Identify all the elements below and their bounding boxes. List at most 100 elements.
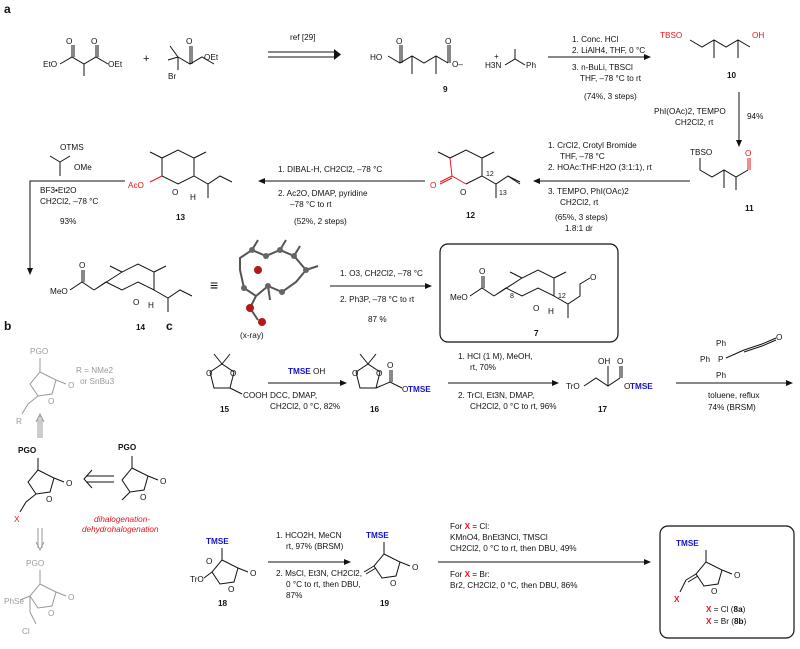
- c-step1-line2: CH2Cl2, 0 °C, 82%: [270, 402, 340, 411]
- compound-number-7: 7: [534, 329, 539, 338]
- label-pgo-right: PGO: [118, 443, 137, 452]
- label-o-14: O: [133, 298, 139, 307]
- svg-text:O: O: [479, 267, 485, 276]
- label-tmse-16: TMSE: [408, 385, 431, 394]
- c-step2-line4: CH2Cl2, 0 °C to rt, 96%: [470, 402, 557, 411]
- step3-line3: 2. HOAc:THF:H2O (3:1:1), rt: [548, 163, 652, 172]
- c-step4-line1: 1. HCO2H, MeCN: [276, 531, 342, 540]
- step4-line3: –78 °C to rt: [290, 200, 332, 209]
- svg-text:O: O: [533, 304, 539, 313]
- label-o-12: O: [430, 181, 436, 190]
- svg-text:O: O: [445, 37, 451, 46]
- svg-text:O: O: [230, 369, 236, 378]
- ref-label: ref [29]: [290, 33, 316, 42]
- c-step4-yield: 87%: [286, 591, 302, 600]
- step3-dr: 1.8:1 dr: [565, 224, 593, 233]
- reaction-arrow-ref: [268, 51, 334, 58]
- label-o-16: O: [402, 385, 408, 394]
- label-pgo-top: PGO: [30, 347, 48, 356]
- reaction-arrow-13-14: [29, 180, 125, 268]
- retro-arrow-down: [35, 528, 45, 552]
- label-pgo-bottom: PGO: [26, 559, 44, 568]
- structure-11: TBSO O 11: [690, 148, 754, 213]
- step1-line3: 3. n-BuLi, TBSCl: [572, 63, 633, 72]
- svg-text:O: O: [352, 369, 358, 378]
- label-meo-7: MeO: [450, 293, 468, 302]
- svg-text:O: O: [140, 493, 146, 502]
- structure-12: O O 12 13 12: [430, 149, 521, 220]
- compound-7-box: [439, 243, 619, 343]
- label-cooh: COOH: [243, 391, 268, 400]
- label-o-18a: O: [206, 557, 212, 566]
- retro-arrow-right: [83, 469, 114, 489]
- compound-number-10: 10: [727, 71, 737, 80]
- step4-line2: 2. Ac2O, DMAP, pyridine: [278, 189, 368, 198]
- label-position-8: 8: [510, 293, 514, 300]
- label-eto: EtO: [43, 60, 57, 69]
- step5-yield: 93%: [60, 217, 76, 226]
- label-position-12: 12: [486, 171, 494, 178]
- label-h3n: H3N: [485, 61, 501, 70]
- xray-caption: (x-ray): [240, 331, 264, 340]
- svg-text:O: O: [66, 479, 72, 488]
- label-o-bottom: O: [48, 609, 54, 618]
- structure-7: O MeO 8 12 O O H 7: [450, 267, 596, 338]
- label-ph-3: Ph: [716, 371, 726, 380]
- structure-10: TBSO OH 10: [660, 31, 764, 80]
- c-step2-line3: 2. TrCl, Et3N, DMAP,: [458, 391, 534, 400]
- c-step4-line3: 2. MsCl, Et3N, CH2Cl2,: [276, 569, 362, 578]
- label-o-ylide: O: [776, 333, 782, 342]
- structure-diethyl-methylmalonate: O O EtO OEt: [43, 37, 123, 76]
- step2-yield: 94%: [747, 112, 763, 121]
- c-step2-line1: 1. HCl (1 M), MeOH,: [458, 352, 533, 361]
- step2-line1: PhI(OAc)2, TEMPO: [654, 107, 726, 116]
- label-tmse-17: TMSE: [630, 382, 653, 391]
- svg-text:O: O: [68, 381, 74, 390]
- svg-text:O: O: [396, 37, 402, 46]
- svg-text:O: O: [711, 587, 717, 596]
- label-o-13: O: [172, 188, 178, 197]
- structure-19: TMSE O O 19: [363, 531, 418, 608]
- label-o-19: O: [390, 579, 396, 588]
- svg-text:O: O: [250, 569, 256, 578]
- structure-17: TrO OH O O TMSE 17: [566, 357, 653, 414]
- structure-bromoisobutyrate: O Br OEt: [167, 37, 219, 81]
- equivalence-sign: ≡: [210, 277, 218, 293]
- c-step1-line1: DCC, DMAP,: [270, 391, 317, 400]
- label-position-12-7: 12: [558, 293, 566, 300]
- structure-b-right: PGO O O: [118, 443, 166, 502]
- c-step5-cl-line1: KMnO4, BnEt3NCl, TMSCl: [450, 533, 548, 542]
- label-8a: X = Cl (8a): [706, 605, 746, 614]
- label-ho: HO: [370, 53, 382, 62]
- label-ph: Ph: [526, 61, 536, 70]
- compound-number-11: 11: [745, 204, 754, 213]
- step5-line2: CH2Cl2, –78 °C: [40, 197, 98, 206]
- label-h-13: H: [190, 193, 196, 202]
- label-tbso-11: TBSO: [690, 148, 712, 157]
- label-meo-14: MeO: [50, 287, 68, 296]
- c-step2-line2: rt, 70%: [470, 363, 496, 372]
- step5-line1: BF3•Et2O: [40, 186, 77, 195]
- compound-number-15: 15: [220, 405, 230, 414]
- step3-line4: 3. TEMPO, PhI(OAc)2: [548, 187, 629, 196]
- svg-text:O: O: [206, 369, 212, 378]
- label-o-11: O: [745, 149, 751, 158]
- c-step4-line4: 0 °C to rt, then DBU,: [286, 580, 361, 589]
- label-h-7: H: [548, 307, 554, 316]
- step4-yield: (52%, 2 steps): [294, 217, 347, 226]
- structure-8: TMSE O O X X = Cl (8a) X = Br (8b): [674, 539, 747, 626]
- svg-text:O: O: [91, 37, 97, 46]
- compound-number-18: 18: [218, 599, 228, 608]
- label-dehydrohalogenation: dehydrohalogenation: [82, 525, 159, 534]
- c-step5-br-head: For X = Br:: [450, 570, 490, 579]
- label-pgo-middle: PGO: [18, 446, 37, 455]
- structure-9: O O HO O– H3N + Ph 9: [370, 37, 536, 94]
- step1-line1: 1. Conc. HCl: [572, 35, 619, 44]
- structure-b-target: PGO O O X: [14, 446, 72, 524]
- label-o-top: O: [48, 397, 54, 406]
- label-ome: OMe: [74, 163, 92, 172]
- label-p: P: [718, 355, 724, 364]
- step6-line1: 1. O3, CH2Cl2, –78 °C: [340, 269, 423, 278]
- svg-text:O: O: [68, 593, 74, 602]
- label-tbso-10: TBSO: [660, 31, 682, 40]
